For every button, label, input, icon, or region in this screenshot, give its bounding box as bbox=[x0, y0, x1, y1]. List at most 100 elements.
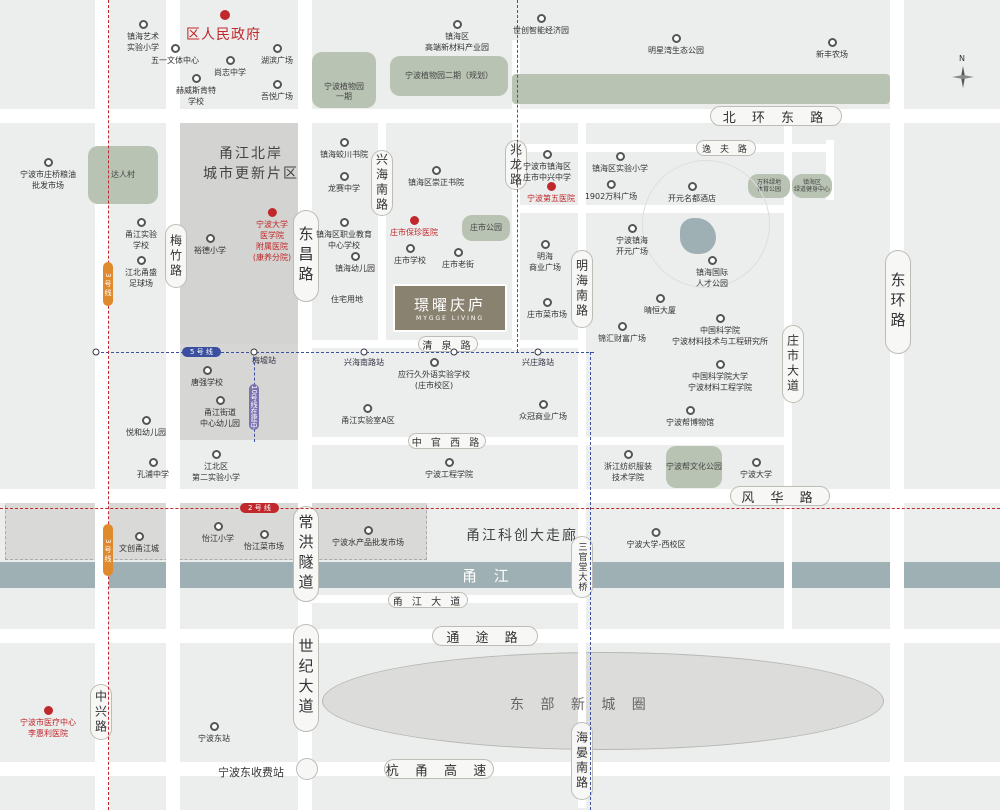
road-west bbox=[166, 0, 180, 810]
poi-tangqiang[interactable]: 唐强学校 bbox=[191, 366, 223, 388]
poi-wanke1902[interactable]: 1902万科广场 bbox=[585, 180, 637, 202]
renewal-zone-label: 甬江北岸 城市更新片区 bbox=[203, 146, 299, 182]
road-label-fenghua: 风 华 路 bbox=[730, 486, 830, 506]
poi-wuyue[interactable]: 吾悦广场 bbox=[261, 80, 293, 102]
poi-zhuangshi-clinic[interactable]: 庄市保珍医院 bbox=[390, 216, 438, 238]
poi-engineering[interactable]: 宁波工程学院 bbox=[425, 458, 473, 480]
poi-zhuangshi-school[interactable]: 庄市学校 bbox=[394, 244, 426, 266]
poi-helanest[interactable]: 赫威斯肯特 学校 bbox=[176, 74, 216, 107]
poi-nbu-west[interactable]: 宁波大学-西校区 bbox=[627, 528, 685, 550]
school-icon bbox=[350, 252, 360, 261]
metro-station-xingzhuang[interactable] bbox=[534, 348, 542, 356]
poi-jinhui[interactable]: 锦汇财富广场 bbox=[598, 322, 646, 344]
poi-chongzheng[interactable]: 镇海区崇正书院 bbox=[408, 166, 464, 188]
poi-nbu[interactable]: 宁波大学 bbox=[740, 458, 772, 480]
poi-medical-center[interactable]: 宁波市医疗中心 李惠利医院 bbox=[20, 706, 76, 739]
metro-line-east bbox=[590, 352, 591, 810]
corridor-label: 甬江科创大走廊 bbox=[466, 528, 578, 544]
poi-zhenhai-exp[interactable]: 镇海区实验小学 bbox=[592, 152, 648, 174]
poi-yuehe[interactable]: 悦和幼儿园 bbox=[126, 416, 166, 438]
poi-cas-material[interactable]: 中国科学院 宁波材料技术与工程研究所 bbox=[672, 314, 768, 347]
landmark-icon bbox=[134, 532, 144, 541]
road-label-zhongxing: 中兴路 bbox=[90, 684, 112, 740]
poi-talent-park[interactable]: 镇海国际 人才公园 bbox=[696, 256, 728, 289]
school-icon bbox=[148, 458, 158, 467]
park-botanical-1: 宁波植物园 一期 bbox=[312, 52, 376, 108]
school-icon bbox=[431, 166, 441, 175]
hospital-icon bbox=[43, 706, 53, 715]
road-label-meizhu: 梅竹路 bbox=[165, 224, 187, 288]
poi-jiaochuan[interactable]: 镇海蛟川书院 bbox=[320, 138, 368, 160]
poi-grain-market[interactable]: 宁波市庄桥粮油 批发市场 bbox=[20, 158, 76, 191]
school-icon bbox=[136, 218, 146, 227]
poi-aquatic[interactable]: 宁波水产品批发市场 bbox=[332, 526, 404, 548]
poi-highend-park[interactable]: 镇海区 高端新材料产业园 bbox=[425, 20, 489, 53]
road-label-yongjiang: 甬 江 大 道 bbox=[388, 592, 468, 608]
metro-station-xinghai[interactable] bbox=[360, 348, 368, 356]
school-icon bbox=[213, 522, 223, 531]
poi-yingxing[interactable]: 应行久外语实验学校 (庄市校区) bbox=[398, 358, 470, 391]
school-icon bbox=[405, 244, 415, 253]
poi-minghai-plaza[interactable]: 明海 商业广场 bbox=[529, 240, 561, 273]
poi-huxi[interactable]: 湖滨广场 bbox=[261, 44, 293, 66]
mall-icon bbox=[538, 400, 548, 409]
school-icon bbox=[225, 56, 235, 65]
poi-yuzhi[interactable]: 裕德小学 bbox=[194, 234, 226, 256]
market-icon bbox=[363, 526, 373, 535]
poi-yongjiang-exp[interactable]: 甬江实验 学校 bbox=[125, 218, 157, 251]
poi-qingheng[interactable]: 晴恒大厦 bbox=[644, 294, 676, 316]
poi-yongjiang-kinder[interactable]: 甬江街道 中心幼儿园 bbox=[200, 396, 240, 429]
poi-medical-hospital[interactable]: 宁波大学 医学院 附属医院 (康养分院) bbox=[253, 208, 291, 263]
school-icon bbox=[751, 458, 761, 467]
east-new-city-label: 东 部 新 城 圈 bbox=[510, 697, 652, 713]
talent-park-lake bbox=[680, 218, 716, 254]
poi-zhenhai-kaiyuan[interactable]: 宁波镇海 开元广场 bbox=[616, 224, 648, 257]
metro-tag-line2: 2 号 线 bbox=[240, 503, 279, 513]
road-label-xinghai: 兴海南路 bbox=[371, 150, 393, 216]
poi-smart-park[interactable]: 世创智能经济园 bbox=[513, 14, 569, 36]
road-label-east-ring: 东环路 bbox=[885, 250, 911, 354]
compass-label: N bbox=[959, 54, 965, 63]
poi-kaiyuan[interactable]: 开元名都酒店 bbox=[668, 182, 716, 204]
school-icon bbox=[651, 528, 661, 537]
project-name: 璟曜庆庐 bbox=[413, 296, 486, 314]
poi-jiangbei-second[interactable]: 江北区 第二实验小学 bbox=[192, 450, 240, 483]
poi-zhongxing-middle[interactable]: 宁波市镇海区 庄市中兴中学 bbox=[523, 150, 571, 183]
poi-jiangbei-football[interactable]: 江北甬盛 足球场 bbox=[125, 256, 157, 289]
poi-art-school[interactable]: 镇海艺术 实验小学 bbox=[127, 20, 159, 53]
poi-xinfeng[interactable]: 新丰农场 bbox=[816, 38, 848, 60]
metro-station-meixu[interactable] bbox=[250, 348, 258, 356]
poi-vocational[interactable]: 镇海区职业教育 中心学校 bbox=[316, 218, 372, 251]
road-label-expressway: 杭 甬 高 速 bbox=[384, 759, 494, 779]
poi-kongpu[interactable]: 孔浦中学 bbox=[137, 458, 169, 480]
poi-longsai[interactable]: 龙赛中学 bbox=[328, 172, 360, 194]
poi-bangbo[interactable]: 宁波帮博物馆 bbox=[666, 406, 714, 428]
compass-icon bbox=[950, 64, 976, 90]
poi-ucas[interactable]: 中国科学院大学 宁波材料工程学院 bbox=[688, 360, 752, 393]
poi-old-street[interactable]: 庄市老街 bbox=[442, 248, 474, 270]
metro-line-2 bbox=[0, 508, 1000, 509]
poi-zhuangshi-market[interactable]: 庄市菜市场 bbox=[527, 298, 567, 320]
poi-east-station[interactable]: 宁波东站 bbox=[198, 722, 230, 744]
park-zhenhai: 镇海区 绿道健身中心 bbox=[792, 174, 832, 198]
poi-zhenhai-kinder[interactable]: 镇海幼儿园 bbox=[335, 252, 375, 274]
poi-yichuang[interactable]: 怡江小学 bbox=[202, 522, 234, 544]
government-star-icon bbox=[220, 10, 230, 20]
hotel-icon bbox=[687, 182, 697, 191]
mall-icon bbox=[627, 224, 637, 233]
poi-mingwan[interactable]: 明星湾生态公园 bbox=[648, 34, 704, 56]
renewal-zone bbox=[176, 118, 306, 346]
poi-wuyi[interactable]: 五一文体中心 bbox=[151, 44, 199, 66]
road-east-ring bbox=[890, 0, 904, 810]
poi-zhongguan-plaza[interactable]: 众冠商业广场 bbox=[519, 400, 567, 422]
poi-wenchuang[interactable]: 文创甬江城 bbox=[119, 532, 159, 554]
poi-fifth-hospital[interactable]: 宁波第五医院 bbox=[527, 182, 575, 204]
school-icon bbox=[205, 234, 215, 243]
poi-yichuang-market[interactable]: 怡江菜市场 bbox=[244, 530, 284, 552]
poi-zhejiang-textile[interactable]: 浙江纺织服装 技术学院 bbox=[604, 450, 652, 483]
metro-tag-line5: 5 号 线 bbox=[182, 347, 221, 357]
poi-shangzhi[interactable]: 尚志中学 bbox=[214, 56, 246, 78]
road-label-sanguantang: 三官堂大桥 bbox=[571, 536, 593, 598]
poi-yongjiang-lab[interactable]: 甬江实验室A区 bbox=[341, 404, 395, 426]
